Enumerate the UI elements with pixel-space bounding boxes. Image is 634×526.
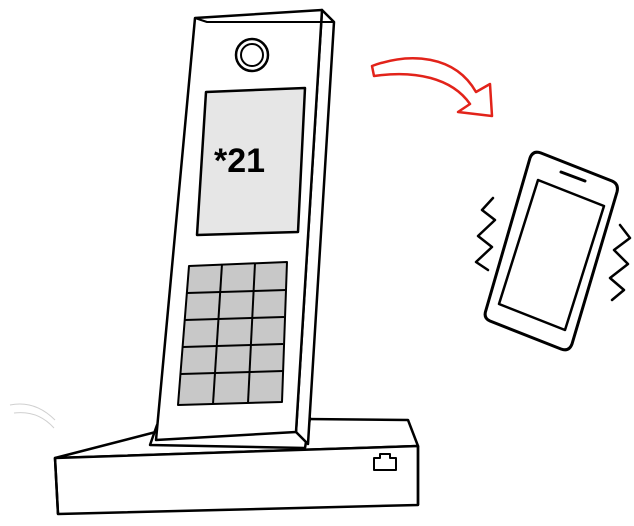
vibrating-smartphone-icon [476,152,630,350]
vibration-right [610,225,630,300]
vibration-left [476,198,495,270]
base-front-face [55,446,418,514]
faint-curve-lines [10,404,55,428]
handset [156,10,334,444]
curved-arrow-icon [372,58,492,116]
screen-text: *21 [214,142,265,180]
handset-keypad [178,262,287,405]
smartphone-screen [499,180,604,330]
